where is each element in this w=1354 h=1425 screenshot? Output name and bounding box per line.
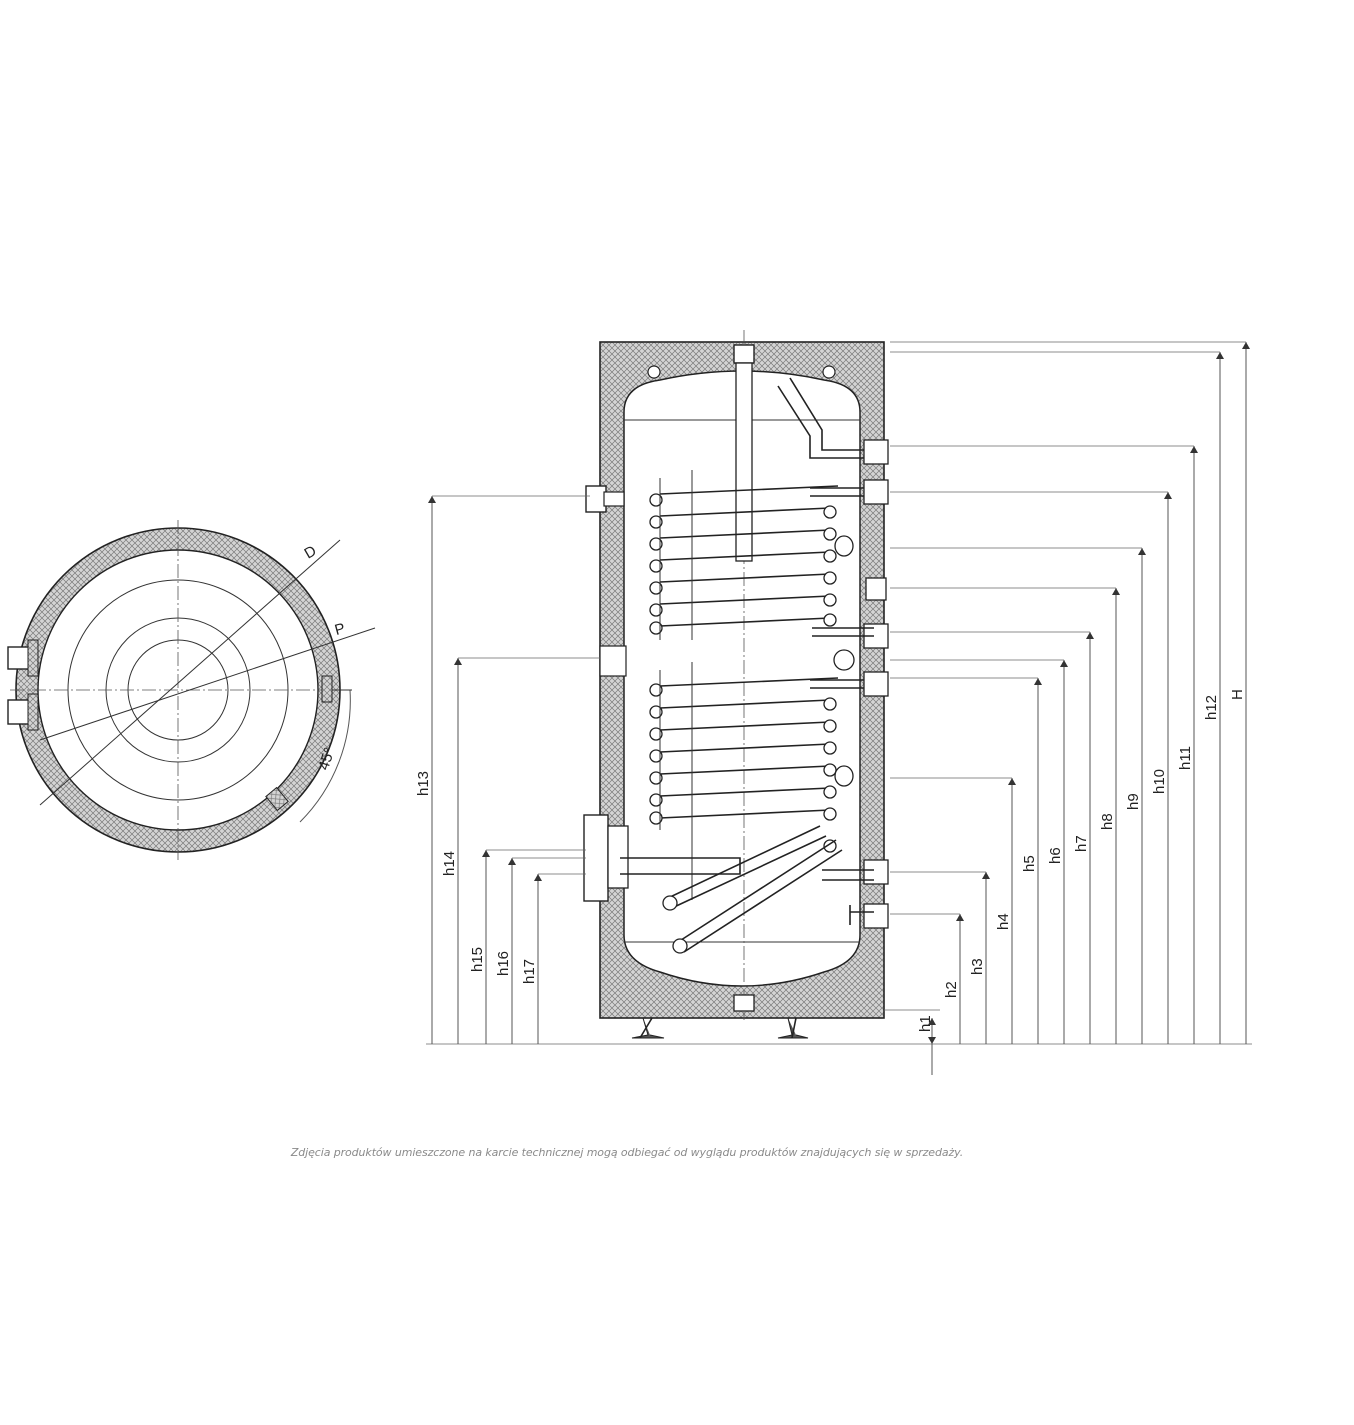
anode-sleeve [735,362,753,562]
dim-h11: h11 [1177,746,1194,770]
upper-heating-coil [649,470,874,640]
dim-h16: h16 [495,951,512,976]
dim-H: H [1229,689,1246,700]
p-label: P [333,620,347,639]
angle-label: 45° [315,745,338,772]
dim-h12: h12 [1203,695,1220,720]
dim-h15: h15 [469,947,486,972]
disclaimer-caption: Zdjęcia produktów umieszczone na karcie … [290,1146,964,1159]
dim-h10: h10 [1151,769,1168,794]
dim-h13: h13 [415,771,432,796]
dim-h14: h14 [441,851,458,876]
dimension-labels: h1 h2 h3 h4 h5 h6 h7 h8 h9 h10 h11 h12 H… [415,689,1246,1032]
dim-h1: h1 [917,1015,934,1032]
dim-h3: h3 [969,958,986,975]
dim-h8: h8 [1099,813,1116,830]
dim-h9: h9 [1125,793,1142,810]
lower-heating-coil [649,649,874,954]
dim-h2: h2 [943,981,960,998]
dim-h4: h4 [995,913,1012,930]
dim-h6: h6 [1047,847,1064,864]
flange [583,814,609,902]
dim-h7: h7 [1073,835,1090,852]
dim-h17: h17 [521,959,538,984]
tank-body [623,370,861,987]
dimension-lines [426,341,1252,1075]
top-view: 45° D P [7,520,376,860]
side-view [583,330,889,1039]
dim-h5: h5 [1021,855,1038,872]
diameter-label: D [301,542,319,562]
